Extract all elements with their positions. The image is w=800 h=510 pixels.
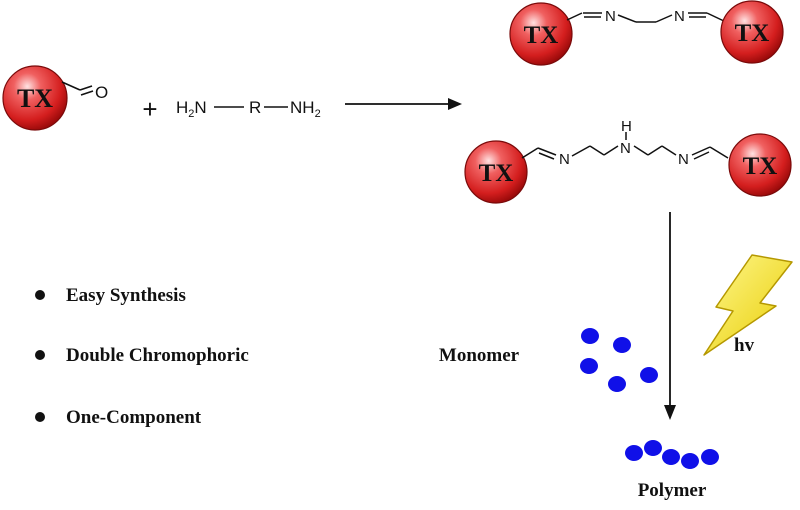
reaction-arrow — [345, 98, 462, 110]
tx-label-bottom-right: TX — [743, 153, 778, 180]
bullet-icon — [35, 350, 45, 360]
monomer-dots — [580, 328, 658, 392]
monomer-dot — [581, 328, 599, 344]
tx-sphere-bottom-right — [728, 133, 792, 197]
bullet-icon — [35, 290, 45, 300]
monomer-dot — [640, 367, 658, 383]
feature-double-chromophoric: Double Chromophoric — [66, 345, 249, 366]
amine-r: R — [249, 98, 261, 117]
tx-label-top-right: TX — [735, 20, 770, 47]
feature-easy-synthesis: Easy Synthesis — [66, 285, 186, 306]
diamine-reactant: H2N R NH2 — [176, 98, 321, 120]
polymer-chain — [625, 440, 719, 469]
polymer-unit — [644, 440, 662, 456]
tx-sphere-top-left — [509, 2, 573, 66]
carbonyl-oxygen: O — [95, 83, 108, 102]
tx-label-bottom-left: TX — [479, 160, 514, 187]
hv-label: hv — [734, 335, 755, 356]
bullet-icon — [35, 412, 45, 422]
polymer-unit — [681, 453, 699, 469]
plus-sign: + — [142, 94, 157, 124]
irradiation-arrow — [664, 212, 676, 420]
lightning-icon — [703, 254, 793, 356]
n-top-right: N — [674, 8, 685, 25]
n-bottom-center: N — [620, 140, 631, 157]
polymer-unit — [625, 445, 643, 461]
feature-list: Easy Synthesis Double Chromophoric One-C… — [35, 285, 249, 428]
feature-one-component: One-Component — [66, 407, 202, 428]
monomer-label: Monomer — [439, 345, 520, 366]
product-top: TX N N TX — [509, 0, 784, 66]
amine-h2n: H2N — [176, 98, 207, 120]
tx-sphere-bottom-left — [464, 140, 528, 204]
monomer-dot — [580, 358, 598, 374]
polymer-label: Polymer — [638, 480, 707, 501]
polymer-unit — [662, 449, 680, 465]
product-bottom: TX N N H N TX — [464, 118, 792, 204]
tx-label-top-left: TX — [524, 22, 559, 49]
n-bottom-right: N — [678, 151, 689, 168]
polymer-unit — [701, 449, 719, 465]
monomer-dot — [613, 337, 631, 353]
n-top-left: N — [605, 8, 616, 25]
tx-sphere-reactant — [2, 65, 68, 131]
aldehyde-reactant: TX O — [2, 65, 108, 131]
tx-label-reactant: TX — [17, 84, 53, 113]
monomer-dot — [608, 376, 626, 392]
tx-sphere-top-right — [720, 0, 784, 64]
amine-nh2: NH2 — [290, 98, 321, 120]
h-bottom-center: H — [621, 118, 632, 135]
n-bottom-left: N — [559, 151, 570, 168]
